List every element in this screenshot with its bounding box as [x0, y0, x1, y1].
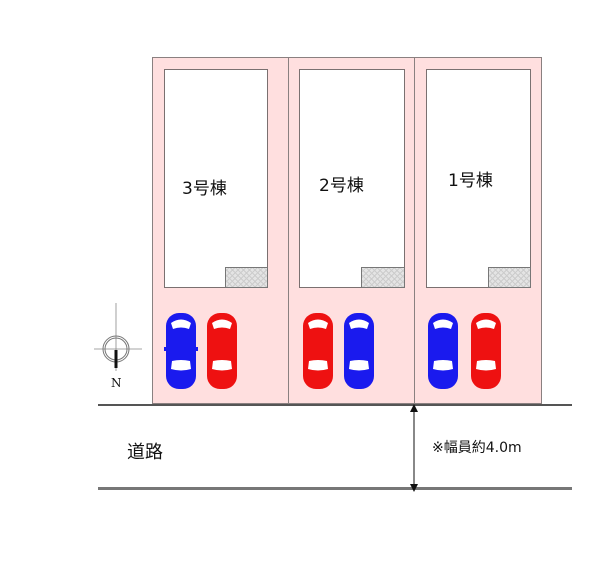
- road-width-dimension-arrow: [410, 404, 418, 492]
- hatched-area: [361, 267, 405, 288]
- hatched-area: [488, 267, 531, 288]
- compass-north-label: N: [111, 376, 122, 390]
- car-icon: [471, 313, 501, 389]
- road-label: 道路: [127, 442, 163, 463]
- house-label-2: 2号棟: [319, 176, 364, 196]
- road-width-note: ※幅員約4.0m: [432, 440, 522, 456]
- car-icon: [303, 313, 333, 389]
- car-icon: [344, 313, 374, 389]
- car-icon: [428, 313, 458, 389]
- house-2: [299, 69, 405, 288]
- lot-2: 2号棟: [288, 57, 415, 404]
- lot-1: 1号棟: [414, 57, 542, 404]
- house-label-3: 3号棟: [182, 179, 227, 199]
- house-3: [164, 69, 268, 288]
- hatched-area: [225, 267, 268, 288]
- road-edge-bottom: [98, 487, 572, 490]
- road-edge-top: [98, 404, 572, 406]
- house-1: [426, 69, 531, 288]
- car-icon: [207, 313, 237, 389]
- car-icon: [164, 313, 198, 389]
- house-label-1: 1号棟: [448, 171, 493, 191]
- north-compass-icon: [94, 303, 142, 371]
